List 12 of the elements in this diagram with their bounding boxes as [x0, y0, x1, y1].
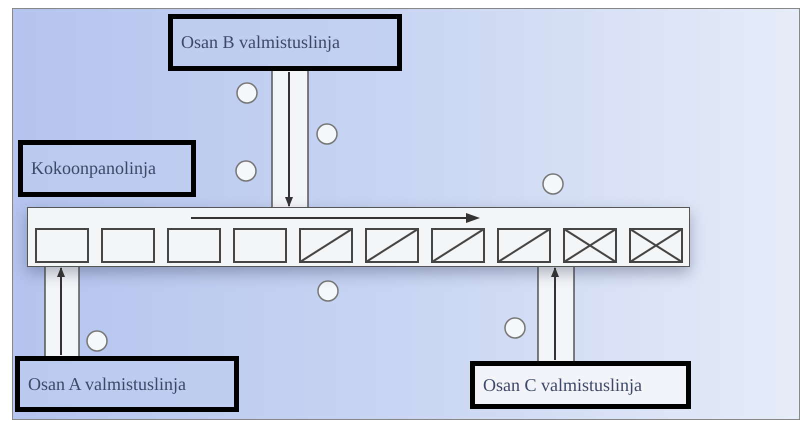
flow-arrow — [551, 267, 559, 360]
line-name: Osan B valmistuslinja — [181, 32, 340, 53]
flow-arrow — [285, 72, 293, 207]
flow-arrow — [57, 267, 65, 355]
line-name: Kokoonpanolinja — [31, 158, 156, 179]
label-box — [470, 361, 691, 409]
line-name: Osan C valmistuslinja — [483, 374, 642, 396]
conveyor-drawing — [27, 207, 690, 267]
label-box — [18, 140, 196, 197]
label-box — [168, 14, 402, 71]
label-box — [15, 356, 239, 412]
line-name: Osan A valmistuslinja — [28, 374, 186, 394]
